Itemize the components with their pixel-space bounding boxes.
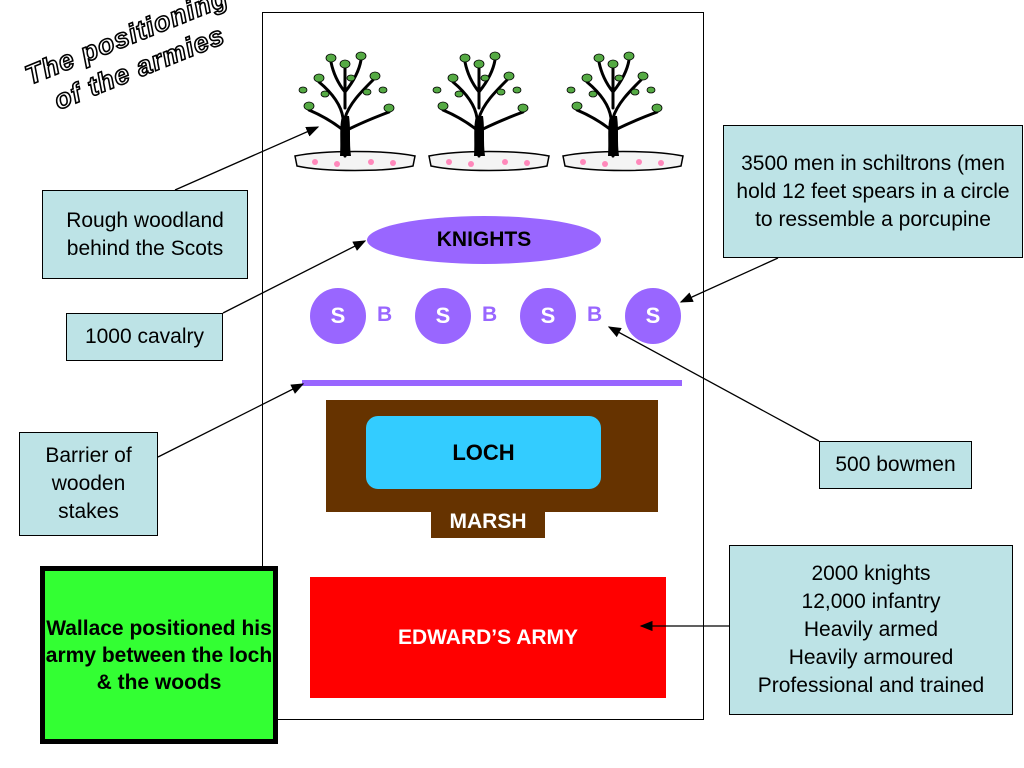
battlefield-frame: [262, 12, 704, 720]
callout-english-army: 2000 knights 12,000 infantry Heavily arm…: [729, 545, 1013, 715]
schiltron-circle: S: [625, 288, 681, 344]
arrow-schiltrons: [679, 257, 779, 303]
bowmen-marker: B: [587, 303, 603, 326]
arrow-woodland: [174, 126, 320, 191]
callout-cavalry: 1000 cavalry: [66, 313, 223, 361]
loch-area: LOCH: [366, 416, 601, 489]
arrow-bowmen: [607, 326, 820, 442]
english-army-line: Heavily armoured: [788, 646, 954, 669]
schiltron-circle: S: [520, 288, 576, 344]
arrow-barrier: [157, 383, 305, 458]
edwards-army-block: EDWARD’S ARMY: [310, 577, 666, 698]
callout-schiltrons: 3500 men in schiltrons (men hold 12 feet…: [723, 125, 1023, 258]
bowmen-marker: B: [482, 303, 498, 326]
schiltron-circle: S: [415, 288, 471, 344]
english-army-line: Professional and trained: [757, 674, 985, 697]
callout-woodland: Rough woodland behind the Scots: [42, 190, 248, 279]
callout-barrier: Barrier of wooden stakes: [19, 432, 158, 536]
english-army-line: 2000 knights: [811, 562, 931, 585]
english-army-line: 12,000 infantry: [801, 590, 941, 613]
marsh-label: MARSH: [431, 505, 545, 538]
summary-box: Wallace positioned his army between the …: [40, 566, 278, 744]
bowmen-marker: B: [377, 303, 393, 326]
english-army-line: Heavily armed: [803, 618, 939, 641]
arrow-cavalry: [222, 240, 367, 314]
knights-ellipse: KNIGHTS: [367, 216, 601, 264]
stake-barrier-line: [302, 380, 682, 386]
schiltron-circle: S: [310, 288, 366, 344]
callout-bowmen: 500 bowmen: [819, 441, 972, 489]
